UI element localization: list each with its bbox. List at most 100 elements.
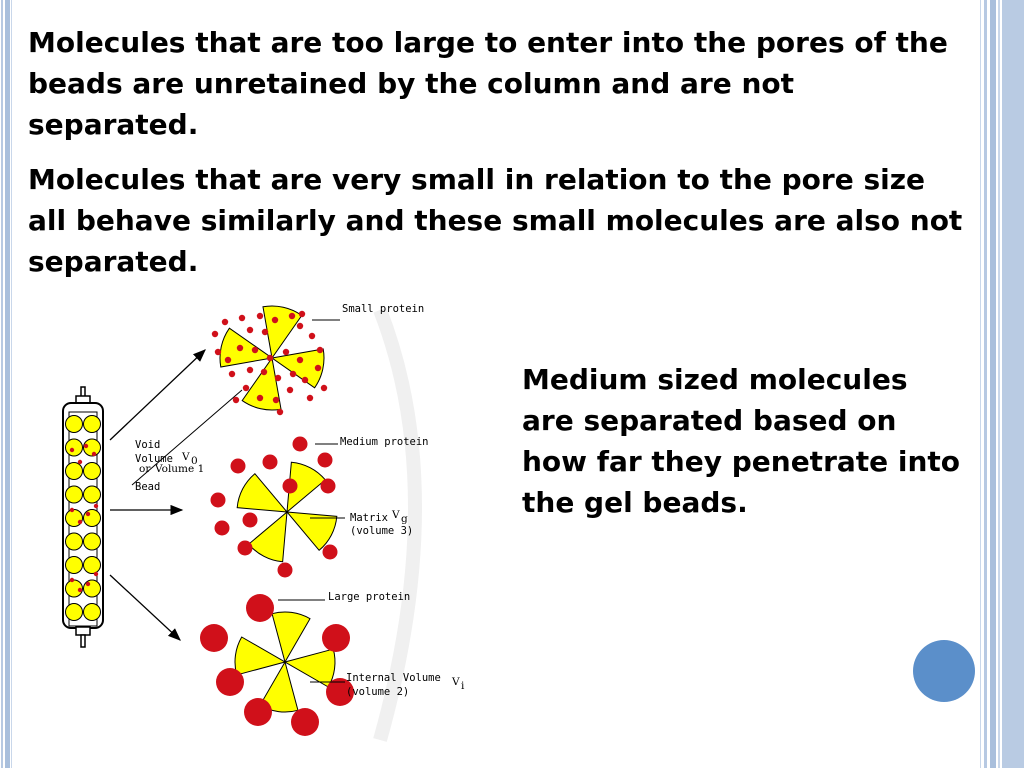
protein-dot <box>246 366 254 374</box>
protein-dot <box>322 544 338 560</box>
bead <box>65 438 83 457</box>
protein-dot <box>228 370 236 378</box>
label-leaders <box>278 319 345 683</box>
label-vi-symbol: V <box>451 676 460 688</box>
particle-dot <box>85 581 91 587</box>
particle-dot <box>83 443 89 449</box>
bead <box>83 556 101 574</box>
protein-dot <box>251 346 259 354</box>
protein-dot <box>298 310 306 318</box>
label-volume2: (volume 2) <box>346 686 409 698</box>
particle-dot <box>77 519 83 525</box>
protein-dot <box>291 708 319 736</box>
particle-dot <box>93 503 99 509</box>
protein-dot <box>216 668 244 696</box>
label-vg-subscript: g <box>401 513 408 525</box>
bead-sector <box>283 648 336 688</box>
bead-sector <box>270 348 325 389</box>
protein-dot <box>286 386 294 394</box>
large-protein-bead <box>234 611 336 713</box>
protein-dot <box>261 328 269 336</box>
bead <box>83 509 101 527</box>
protein-dot <box>237 540 253 556</box>
label-v0-subscript: 0 <box>191 455 198 467</box>
paragraph-large-molecules: Molecules that are too large to enter in… <box>28 26 948 141</box>
protein-dot <box>256 312 264 320</box>
protein-dot <box>200 624 228 652</box>
protein-dot <box>316 346 324 354</box>
protein-dot <box>292 436 308 452</box>
particle-dot <box>77 587 83 593</box>
medium-protein-dots <box>210 436 338 578</box>
protein-dot <box>272 396 280 404</box>
protein-dot <box>211 330 219 338</box>
protein-dot <box>214 348 222 356</box>
particle-dot <box>85 511 91 517</box>
bead <box>65 532 83 551</box>
protein-dot <box>326 678 354 706</box>
label-volume1: Volume 1 <box>154 463 204 475</box>
label-internal-volume: Internal Volume <box>346 672 441 684</box>
protein-dot <box>308 332 316 340</box>
protein-dot <box>214 520 230 536</box>
protein-dot <box>244 698 272 726</box>
protein-dot <box>306 394 314 402</box>
protein-dot <box>266 354 274 362</box>
particle-dot <box>69 577 75 583</box>
bead <box>65 415 83 433</box>
protein-dot <box>296 356 304 364</box>
bead-sector <box>271 611 311 664</box>
label-volume3: (volume 3) <box>350 525 413 537</box>
large-protein-dots <box>200 594 354 736</box>
label-small-protein: Small protein <box>342 303 424 315</box>
protein-dot <box>221 318 229 326</box>
label-v0-symbol: V <box>181 451 190 463</box>
protein-dot <box>320 478 336 494</box>
right-border-decoration <box>980 0 1024 768</box>
protein-dot <box>260 368 268 376</box>
protein-dot <box>210 492 226 508</box>
label-medium-protein: Medium protein <box>340 436 429 448</box>
label-vg-symbol: V <box>391 509 400 521</box>
bead <box>83 579 101 598</box>
bead-sector <box>234 636 287 676</box>
protein-dot <box>256 394 264 402</box>
bead <box>65 603 83 621</box>
protein-dot <box>277 562 293 578</box>
bead-sector <box>236 472 289 513</box>
label-bead: Bead <box>135 481 160 493</box>
particle-dot <box>93 571 99 577</box>
label-matrix: Matrix <box>350 512 388 524</box>
protein-dot <box>322 624 350 652</box>
particle-dot <box>91 451 97 457</box>
bead-sector <box>219 327 274 368</box>
protein-dot <box>242 384 250 392</box>
bead <box>83 603 101 621</box>
protein-dot <box>314 364 322 372</box>
bead <box>65 485 83 504</box>
protein-dot <box>271 316 279 324</box>
protein-dot <box>296 322 304 330</box>
left-border-decoration <box>0 0 14 768</box>
protein-dot <box>282 348 290 356</box>
protein-dot <box>236 344 244 352</box>
protein-dot <box>320 384 328 392</box>
bead <box>65 462 83 480</box>
bead <box>83 415 101 433</box>
label-large-protein: Large protein <box>328 591 410 603</box>
protein-dot <box>282 478 298 494</box>
particle-dot <box>69 507 75 513</box>
label-or: or <box>139 463 151 475</box>
protein-dot <box>230 458 246 474</box>
paragraph-medium-molecules: Medium sized molecules are separated bas… <box>522 363 961 519</box>
bead-sector <box>285 511 338 552</box>
protein-dot <box>276 408 284 416</box>
protein-dot <box>232 396 240 404</box>
protein-dot <box>246 594 274 622</box>
protein-dot <box>317 452 333 468</box>
label-void: Void <box>135 439 160 451</box>
protein-dot <box>242 512 258 528</box>
protein-dot <box>238 314 246 322</box>
bead <box>83 438 101 457</box>
paragraph-small-molecules: Molecules that are very small in relatio… <box>28 163 963 278</box>
